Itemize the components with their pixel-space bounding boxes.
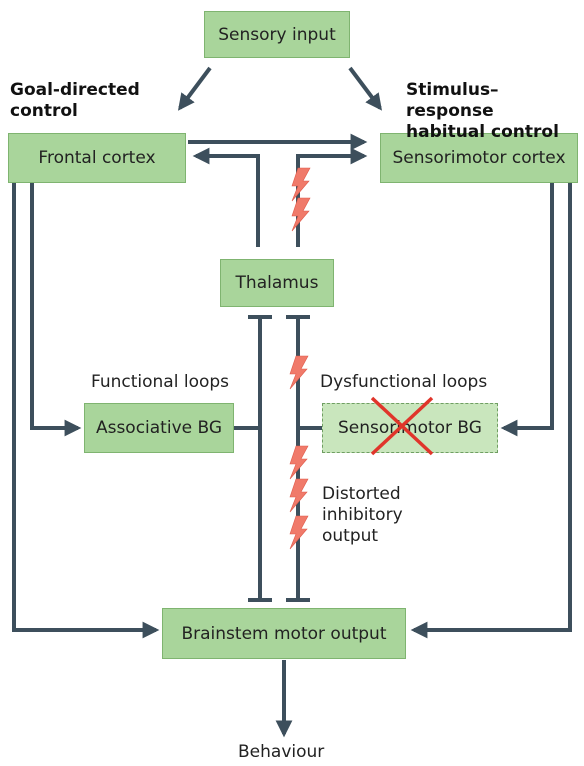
sensorimotor-bg-label: Sensorimotor BG bbox=[338, 418, 482, 438]
brainstem-motor-output-label: Brainstem motor output bbox=[181, 623, 387, 644]
sensorimotor-cortex-label: Sensorimotor cortex bbox=[392, 148, 566, 168]
distorted-inhibitory-output-label: Distorted inhibitory output bbox=[322, 484, 403, 546]
associative-bg-box: Associative BG bbox=[84, 403, 234, 453]
frontal-to-associative-bg-arrow bbox=[30, 183, 82, 437]
frontal-cortex-box: Frontal cortex bbox=[8, 133, 186, 183]
sensorimotor-cortex-box: Sensorimotor cortex bbox=[380, 133, 578, 183]
frontal-to-brainstem-arrow bbox=[12, 183, 160, 639]
sensory-input-box: Sensory input bbox=[204, 11, 350, 58]
frontal-cortex-label: Frontal cortex bbox=[38, 148, 156, 168]
associative-bg-label: Associative BG bbox=[95, 418, 223, 438]
thalamus-to-frontal-arrow bbox=[192, 147, 260, 247]
habitual-control-header: Stimulus–response habitual control bbox=[406, 80, 559, 142]
goal-directed-header: Goal-directed control bbox=[10, 80, 140, 121]
lightning-icon bbox=[291, 167, 311, 202]
thalamus-box: Thalamus bbox=[220, 259, 334, 307]
sensorimotor-to-brainstem-arrow bbox=[410, 183, 572, 639]
dysfunctional-loops-label: Dysfunctional loops bbox=[320, 372, 488, 392]
sensorimotor-bg-box: Sensorimotor BG bbox=[322, 403, 498, 453]
thalamus-label: Thalamus bbox=[235, 273, 319, 293]
sensory-to-sensorimotor-arrow bbox=[348, 66, 383, 111]
sensory-input-label: Sensory input bbox=[218, 24, 336, 45]
behaviour-label: Behaviour bbox=[238, 742, 325, 762]
lightning-icon bbox=[291, 197, 311, 232]
sensory-to-frontal-arrow bbox=[177, 66, 212, 111]
brainstem-motor-output-box: Brainstem motor output bbox=[162, 608, 406, 659]
functional-loops-label: Functional loops bbox=[91, 372, 230, 392]
sensorimotor-to-bg-arrow bbox=[500, 183, 554, 437]
